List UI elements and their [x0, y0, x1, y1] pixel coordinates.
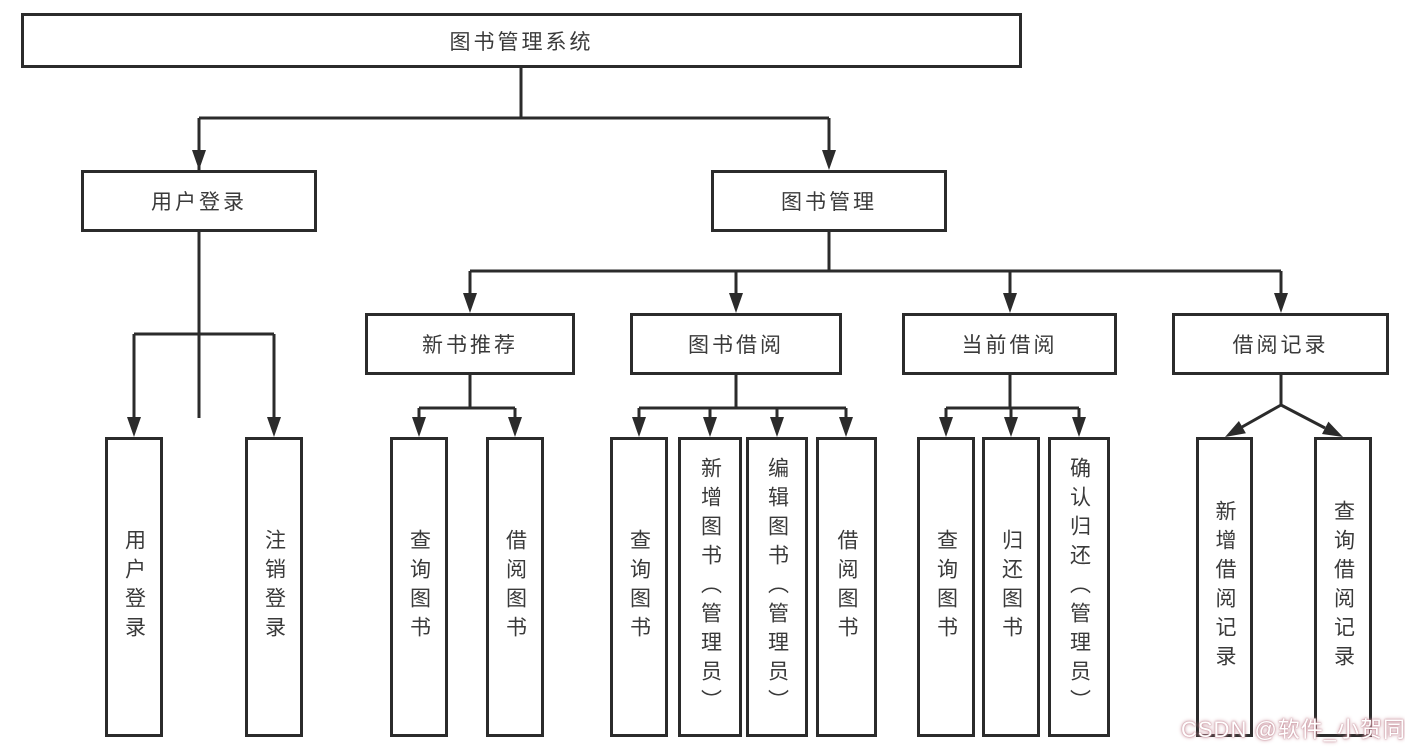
node-leaf-query-borrow-record: 查询借阅记录 [1314, 437, 1372, 737]
node-leaf-query-books-recommend: 查询图书 [390, 437, 448, 737]
node-leaf-borrow-books: 借阅图书 [816, 437, 877, 737]
arrow-down-icon [729, 293, 743, 313]
node-leaf-add-books-admin: 新增图书（管理员） [678, 437, 742, 737]
node-leaf-return-books: 归还图书 [982, 437, 1040, 737]
arrow-down-icon [463, 293, 477, 313]
arrow-down-icon [770, 417, 784, 437]
arrow-down-right-icon [1322, 421, 1343, 437]
node-leaf-add-borrow-record: 新增借阅记录 [1196, 437, 1253, 737]
arrow-down-icon [192, 150, 206, 170]
arrow-down-icon [1004, 417, 1018, 437]
arrow-down-icon [1072, 417, 1086, 437]
arrow-down-icon [1274, 293, 1288, 313]
arrow-down-icon [839, 417, 853, 437]
node-borrowing-records: 借阅记录 [1172, 313, 1389, 375]
connector-current-borrow-split [944, 375, 1081, 418]
connector-new-book-split [417, 375, 517, 418]
connector-book-borrow-split [637, 375, 848, 418]
node-leaf-user-login: 用户登录 [105, 437, 163, 737]
node-leaf-query-books-current: 查询图书 [917, 437, 975, 737]
connector-user-login-split [132, 232, 276, 418]
node-leaf-confirm-return-admin: 确认归还（管理员） [1048, 437, 1110, 737]
node-leaf-edit-books-admin: 编辑图书（管理员） [746, 437, 808, 737]
node-book-management: 图书管理 [711, 170, 947, 232]
node-leaf-logout: 注销登录 [245, 437, 303, 737]
connector-book-mgmt-split [468, 232, 1283, 294]
node-leaf-query-books-borrowing: 查询图书 [610, 437, 668, 737]
arrow-down-icon [1003, 293, 1017, 313]
connector-borrow-records-split [1241, 375, 1326, 430]
arrow-down-icon [508, 417, 522, 437]
arrow-down-icon [127, 417, 141, 437]
node-user-login: 用户登录 [81, 170, 317, 232]
arrow-down-icon [703, 417, 717, 437]
arrow-down-icon [412, 417, 426, 437]
node-library-system: 图书管理系统 [21, 13, 1022, 68]
node-book-borrowing: 图书借阅 [630, 313, 842, 375]
node-leaf-borrow-books-recommend: 借阅图书 [486, 437, 544, 737]
arrow-down-icon [939, 417, 953, 437]
node-current-borrowing: 当前借阅 [902, 313, 1117, 375]
csdn-watermark: CSDN @软件_小贺同学 [1181, 717, 1405, 742]
arrow-down-icon [822, 150, 836, 170]
arrow-down-icon [632, 417, 646, 437]
node-new-book-recommendation: 新书推荐 [365, 313, 575, 375]
arrow-down-icon [267, 417, 281, 437]
arrow-down-left-icon [1225, 421, 1246, 437]
